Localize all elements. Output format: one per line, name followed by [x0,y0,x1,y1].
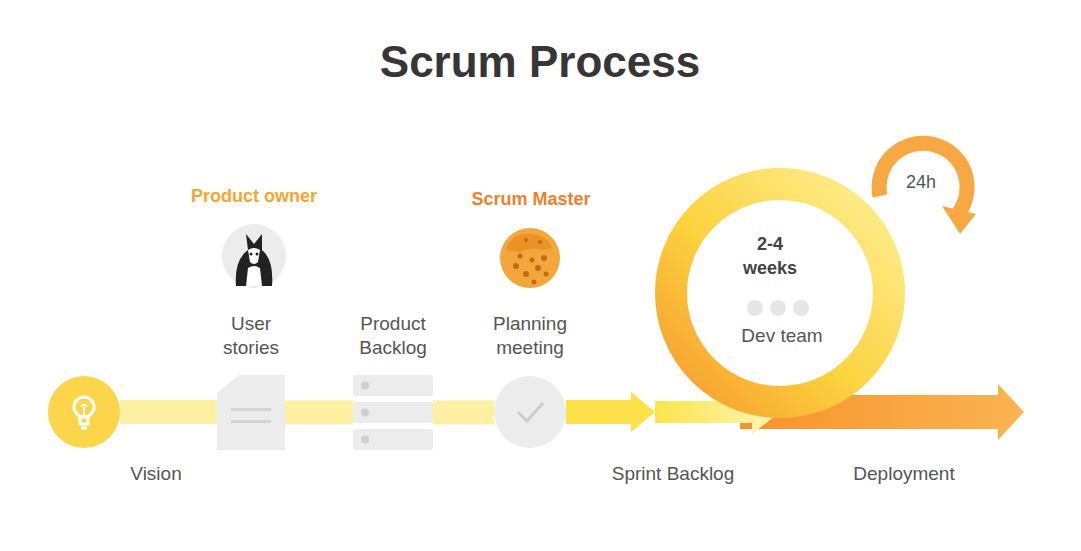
daily-loop-arrow [879,143,967,214]
node-label: Vision [130,462,181,486]
vision-bulb-outline [48,376,120,448]
role-avatar-outline [498,226,562,290]
flow-band [566,400,633,424]
backlog-icon-outline [353,375,433,450]
sprint-loop: 2-4 weeksDev team [655,168,905,418]
role-avatar: Product owner [222,224,286,288]
role-avatar: Scrum Master [498,226,562,290]
flow-band [433,401,494,425]
meeting-check: Planning meeting [494,376,566,448]
daily-loop-arrowhead [942,206,976,234]
node-label: 2-4 weeks [743,232,797,280]
flow-band [120,400,217,424]
backlog-icon: Product Backlog [353,375,433,450]
vision-bulb: Vision [48,376,120,448]
node-body: Dev team [741,324,822,348]
stage-label: Deployment [853,463,954,485]
node-label: Product Backlog [359,312,427,360]
flow-band [285,401,353,425]
document-icon: User stories [217,375,285,450]
node-label: Product owner [191,184,317,208]
cycle-label: 24h [906,172,936,193]
node-label: Planning meeting [493,312,567,360]
title: Scrum Process [380,37,700,87]
arrowhead [631,392,655,432]
sprint-loop-outline [655,168,905,418]
stage-label: Sprint Backlog [612,463,735,485]
meeting-check-outline [494,376,566,448]
document-icon-outline [217,375,285,450]
role-avatar-outline [222,224,286,288]
node-label: Scrum Master [471,187,590,211]
node-label: User stories [223,312,279,360]
